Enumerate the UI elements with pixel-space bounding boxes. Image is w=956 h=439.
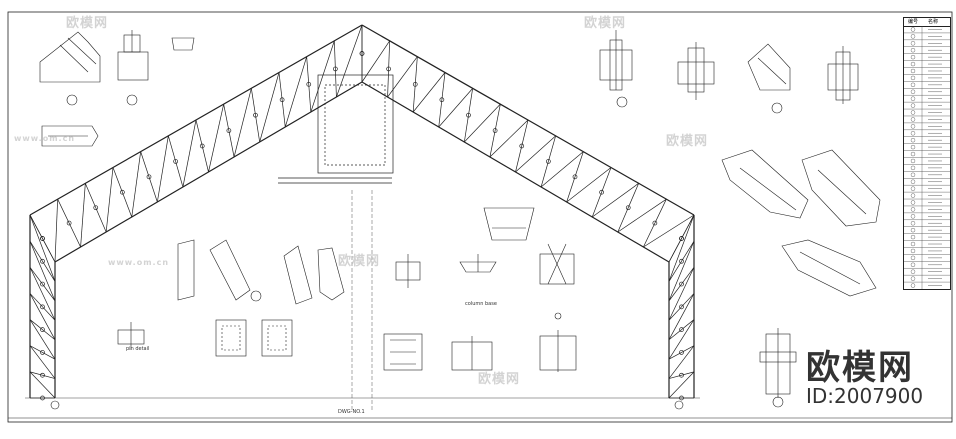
watermark-logo: 欧模网: [338, 250, 380, 269]
watermark-url-text: www.om.cn: [14, 134, 76, 143]
bolt-group-marker: [466, 112, 471, 118]
bolt-group-marker: [625, 205, 631, 211]
bolt-group-marker: [386, 66, 391, 72]
bolt-group-marker: [40, 304, 45, 310]
bolt-group-marker: [412, 81, 418, 87]
detail-right-gussets: [721, 149, 881, 297]
bolt-group-marker: [120, 189, 125, 195]
watermark-url: www.om.cn: [14, 134, 75, 143]
bolt-group-marker: [492, 128, 498, 133]
table-col-number: 编号: [908, 19, 919, 25]
bolt-group-marker: [546, 159, 551, 164]
bolt-group-marker: [652, 220, 658, 226]
bolt-group-marker: [439, 97, 445, 103]
detail-top-left: [39, 30, 195, 147]
bolt-group-marker: [40, 327, 45, 332]
bolt-group-marker: [333, 66, 338, 72]
bolt-group-marker: [40, 236, 45, 241]
watermark-url-text: www.om.cn: [108, 258, 170, 267]
model-id: ID:2007900: [806, 384, 924, 408]
bolt-group-marker: [359, 51, 365, 56]
bolt-group-marker: [40, 350, 45, 355]
bolt-group-marker: [679, 372, 684, 378]
bolt-group-marker: [40, 372, 45, 378]
bolt-group-marker: [679, 304, 684, 310]
axis-bubble-right: [674, 400, 684, 410]
bolt-group-marker: [679, 281, 684, 287]
bolt-group-marker: [599, 189, 604, 195]
watermark-brand: 欧模网: [338, 254, 381, 269]
bolt-group-marker: [66, 220, 72, 226]
bolt-group-marker: [226, 128, 232, 133]
bolt-group-marker: [519, 143, 525, 149]
watermark-logo: 欧模网: [666, 130, 708, 149]
watermark-logo: 欧模网: [66, 12, 108, 31]
table-rows: [904, 26, 950, 289]
watermark-brand: 欧模网: [584, 16, 627, 31]
bolt-group-marker: [253, 112, 258, 118]
detail-column-bottom-right: [759, 328, 797, 408]
bolt-group-marker: [279, 97, 285, 103]
bolt-group-marker: [173, 159, 178, 164]
bolt-group-marker: [679, 327, 684, 332]
member-schedule-table: 编号 名称: [903, 17, 951, 290]
bolt-group-marker: [40, 281, 45, 287]
watermark-brand: 欧模网: [666, 134, 709, 149]
bolt-group-marker: [679, 236, 684, 241]
watermark-url: www.om.cn: [108, 258, 169, 267]
bolt-group-marker: [306, 81, 312, 87]
table-col-name: 名称: [928, 19, 939, 25]
bolt-group-marker: [572, 174, 578, 180]
column-base-title: column base: [465, 301, 497, 307]
watermark-logo: 欧模网: [584, 12, 626, 31]
drawing-caption: DWG-NO.1: [338, 409, 365, 415]
portal-truss: [29, 24, 695, 401]
detail-mid-right: [383, 207, 577, 372]
bolt-group-marker: [93, 205, 99, 211]
brand-logo-text: 欧模网: [806, 348, 914, 388]
watermark-logo: 欧模网: [478, 368, 520, 387]
bolt-group-marker: [40, 395, 45, 401]
table-header: 编号 名称: [904, 18, 950, 27]
bolt-group-marker: [199, 143, 205, 149]
axis-bubble-left: [50, 400, 60, 410]
watermark-brand: 欧模网: [478, 372, 521, 387]
watermark-brand: 欧模网: [66, 16, 109, 31]
detail-mid-left: [117, 239, 345, 357]
pin-detail-title: pin detail: [126, 346, 149, 352]
bolt-group-marker: [40, 258, 45, 264]
bolt-group-marker: [679, 258, 684, 264]
bolt-group-marker: [679, 350, 684, 355]
bolt-group-marker: [146, 174, 152, 180]
bolt-group-marker: [679, 395, 684, 401]
detail-top-right: [599, 30, 859, 114]
apex-gusset-detail: [278, 74, 394, 184]
